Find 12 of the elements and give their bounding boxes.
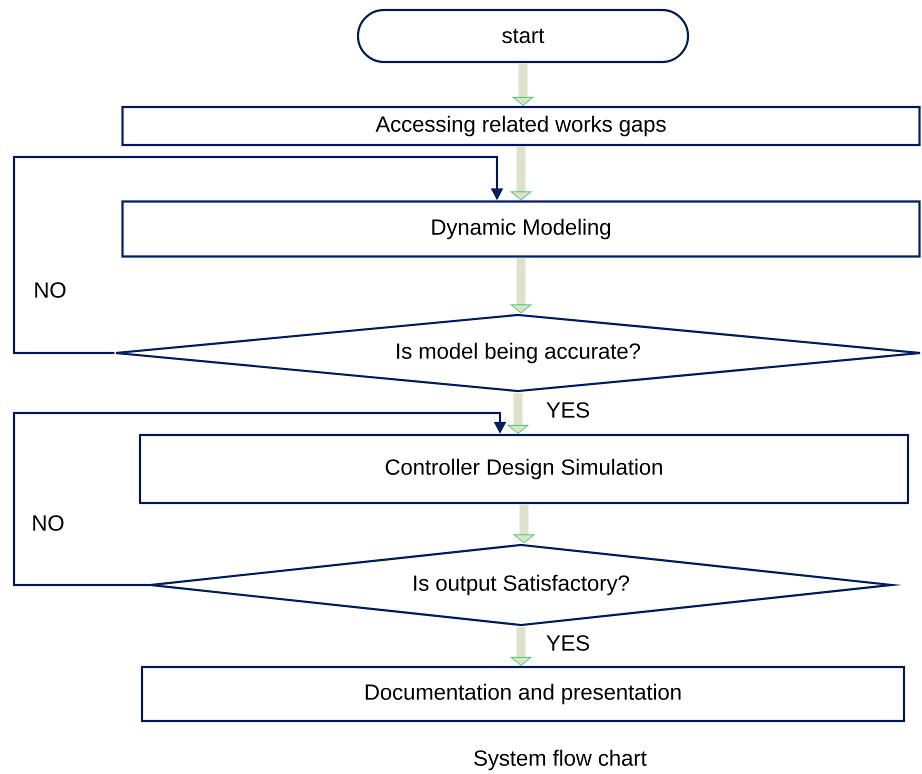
loop-arrow bbox=[12, 156, 504, 354]
edge-label: YES bbox=[545, 401, 591, 419]
caption: System flow chart bbox=[474, 750, 647, 770]
edge-label: NO bbox=[30, 514, 66, 532]
edge-label: NO bbox=[32, 281, 68, 299]
edge-label: YES bbox=[545, 634, 591, 652]
terminal-box: start bbox=[356, 8, 690, 64]
process-box: Controller Design Simulation bbox=[138, 434, 910, 504]
process-box: Documentation and presentation bbox=[140, 666, 906, 722]
process-box: Dynamic Modeling bbox=[121, 200, 921, 258]
loop-arrow bbox=[12, 412, 506, 586]
process-box: Accessing related works gaps bbox=[121, 106, 921, 146]
